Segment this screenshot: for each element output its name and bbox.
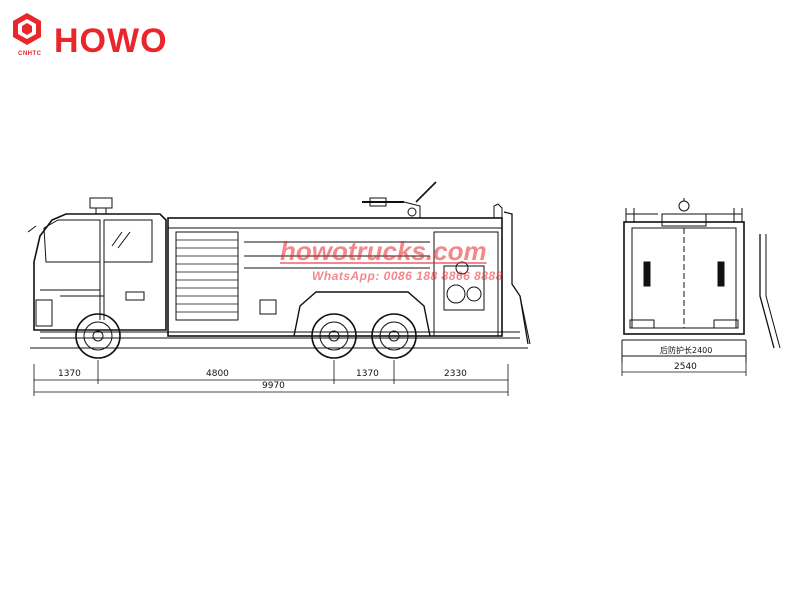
rear-wheel-2 — [371, 313, 417, 359]
rear-wheel-1 — [311, 313, 357, 359]
truck-body — [167, 181, 531, 345]
front-wheel — [75, 313, 121, 359]
dim-front-overhang: 1370 — [58, 369, 81, 379]
side-dimension-lines — [33, 360, 509, 396]
truck-side-view — [27, 181, 531, 396]
watermark-whatsapp: WhatsApp: 0086 188 8866 8888 — [312, 269, 503, 283]
brand-logo: CNHTC HOWO — [8, 10, 178, 60]
sinotruk-hexagon-logo-icon — [13, 13, 41, 45]
dim-axle-spacing: 1370 — [356, 369, 379, 379]
dim-rear-overhang: 2330 — [444, 369, 467, 379]
dim-overall-width: 2540 — [674, 362, 697, 372]
brand-name: HOWO — [54, 22, 168, 60]
truck-rear-view — [621, 198, 781, 376]
truck-cab — [27, 197, 167, 331]
dim-wheelbase: 4800 — [206, 369, 229, 379]
logo-subtext: CNHTC — [18, 51, 42, 57]
dim-rear-guard-length: 后防护长2400 — [660, 346, 713, 355]
watermark-site: howotrucks.com — [280, 236, 487, 266]
dim-overall-length: 9970 — [262, 381, 285, 391]
